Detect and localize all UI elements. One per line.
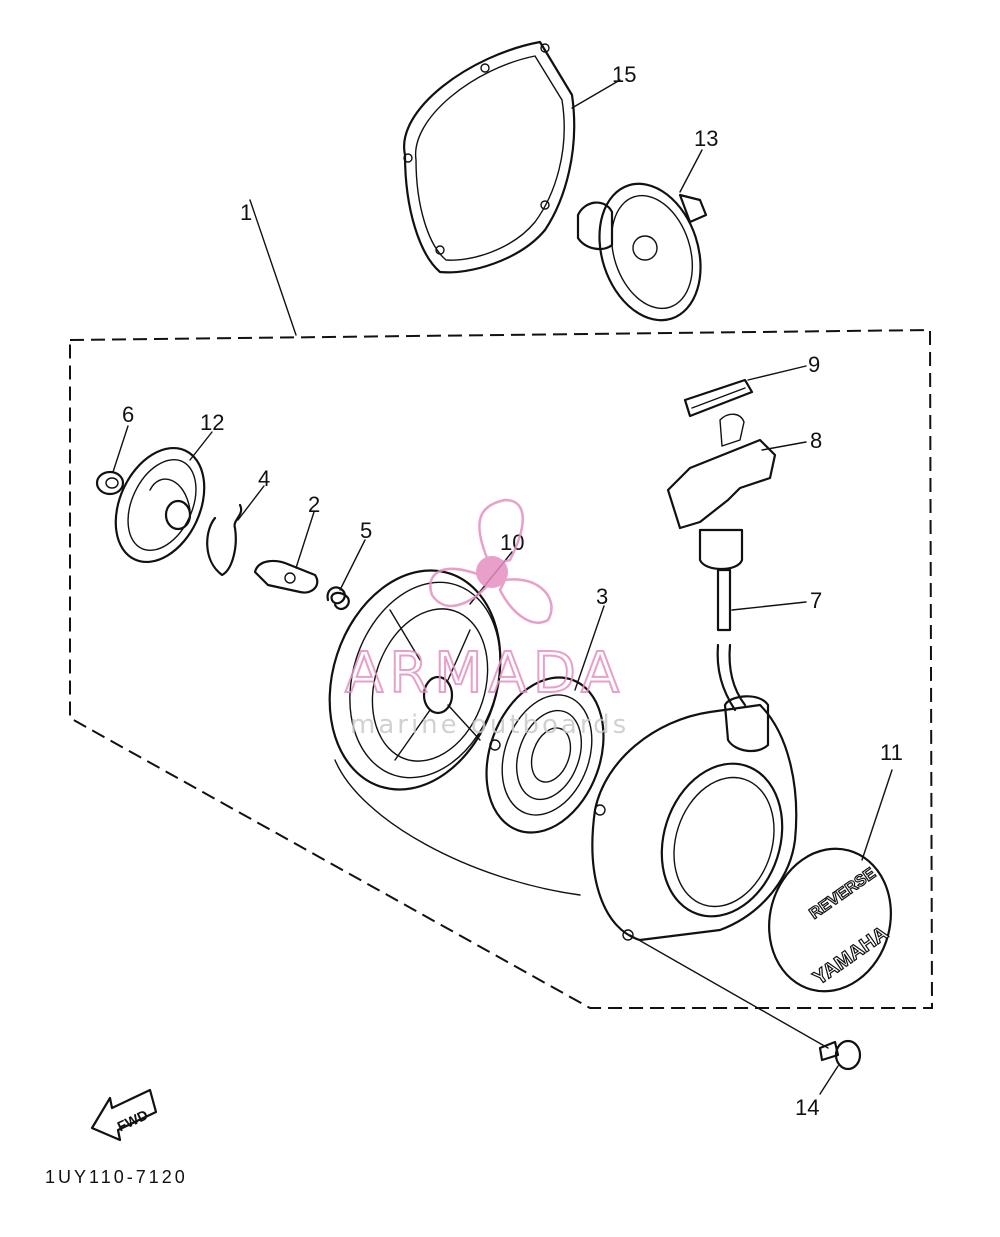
label-13: 13: [694, 126, 718, 151]
label-2: 2: [308, 492, 320, 517]
part-9-clip: [683, 378, 754, 418]
watermark-brand: ARMADA: [345, 641, 625, 706]
diagram-code: 1UY110-7120: [45, 1167, 188, 1187]
fwd-arrow: FWD: [90, 1088, 158, 1142]
badge-text: REVERSE: [807, 865, 880, 923]
label-6: 6: [122, 402, 134, 427]
part-10-pulley: [328, 569, 502, 791]
watermark-propeller-icon: [429, 498, 553, 624]
label-7: 7: [810, 588, 822, 613]
label-9: 9: [808, 352, 820, 377]
label-15: 15: [612, 62, 636, 87]
part-8-handle: [666, 413, 777, 571]
watermark: ARMADA marine outboards: [344, 498, 629, 740]
part-12-plate: [114, 446, 206, 564]
part-5-spring: [326, 586, 350, 610]
label-12: 12: [200, 410, 224, 435]
label-3: 3: [596, 584, 608, 609]
part-1-starter-housing: [591, 695, 798, 942]
fwd-label: FWD: [115, 1106, 151, 1134]
rope-path: [334, 759, 581, 896]
label-4: 4: [258, 466, 270, 491]
label-8: 8: [810, 428, 822, 453]
part-3-recoil-spring: [485, 676, 605, 834]
part-labels: 1 2 3 4 5 6 7 8 9 10 11 12 13 14 15: [122, 62, 903, 1120]
part-7-starter-rope: [716, 568, 747, 712]
part-14-bolt: [818, 1039, 862, 1071]
label-11: 11: [880, 740, 903, 765]
leader-lines: [112, 79, 893, 1095]
part-4-spring-clip: [206, 503, 243, 577]
label-1: 1: [240, 200, 252, 225]
part-6-nut: [95, 470, 125, 496]
part-15-gasket: [403, 40, 576, 274]
part-13-drive-cup: [576, 182, 708, 322]
watermark-tagline: marine outboards: [350, 710, 629, 740]
label-5: 5: [360, 518, 372, 543]
assembly-boundary: [69, 328, 934, 1009]
part-2-pawl: [253, 559, 319, 594]
label-14: 14: [795, 1095, 819, 1120]
